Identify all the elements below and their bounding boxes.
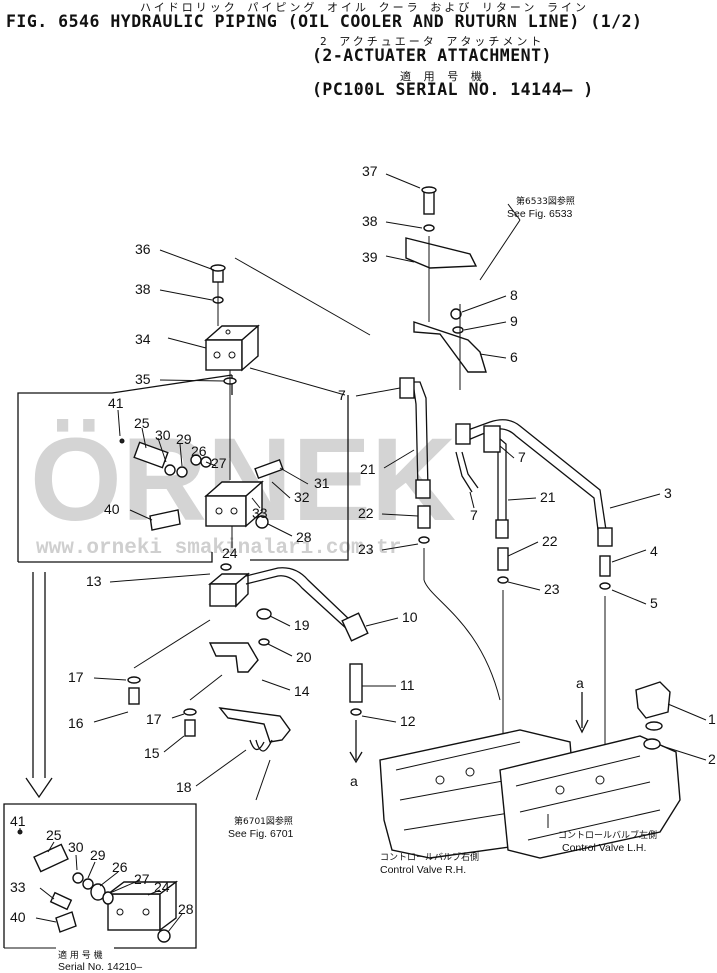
inset-callout-29: 29 [90,847,106,863]
callout-6: 6 [510,349,518,365]
inset-applicable-jp: 適 用 号 機 [58,949,103,961]
inset-part-33 [49,891,73,911]
callout-41: 41 [108,395,124,411]
callout-21b: 21 [540,489,556,505]
callout-38: 38 [362,213,378,229]
note-see6701-jp: 第6701図参照 [234,815,293,827]
callout-32: 32 [294,489,310,505]
inset-arrow [25,572,53,799]
callout-21: 21 [360,461,376,477]
callout-25: 25 [134,415,150,431]
callout-36: 36 [135,241,151,257]
inset-box [3,803,197,949]
inset-callout-30: 30 [68,839,84,855]
japanese-applicable-label: 適 用 号 機 [400,70,485,83]
callout-28: 28 [296,529,312,545]
callout-4: 4 [650,543,658,559]
callout-33: 33 [252,505,268,521]
callout-11: 11 [400,677,415,693]
japanese-subtitle: 2 アクチュエータ アタッチメント [320,35,545,48]
inset-callout-25: 25 [46,827,62,843]
callout-34: 34 [135,331,151,347]
callout-20: 20 [296,649,312,665]
callout-30: 30 [155,427,171,443]
callout-18: 18 [176,779,192,795]
callout-7c: 7 [470,507,478,523]
callout-15: 15 [144,745,160,761]
callout-24: 24 [222,545,238,561]
note-cv-lh: Control Valve L.H. [562,842,646,854]
inset-callout-33: 33 [10,879,26,895]
callout-38b: 38 [135,281,151,297]
callout-8: 8 [510,287,518,303]
inset-callout-26: 26 [112,859,128,875]
callout-a-right: a [576,675,584,691]
note-see6701: See Fig. 6701 [228,828,294,840]
callout-19: 19 [294,617,310,633]
callout-23: 23 [358,541,374,557]
callout-10: 10 [402,609,418,625]
callout-12: 12 [400,713,416,729]
watermark-url: www.orneki smakinalari.com.tr [36,537,401,560]
callout-39: 39 [362,249,378,265]
inset-callout-41: 41 [10,813,26,829]
inset-callout-24: 24 [154,879,170,895]
callout-26: 26 [191,443,207,459]
callout-37: 37 [362,163,378,179]
leader-lines [93,173,707,828]
callout-16: 16 [68,715,84,731]
inset-part-40 [55,911,77,933]
figure-subtitle: (2-ACTUATER ATTACHMENT) [312,46,552,65]
callout-a-left: a [350,773,358,789]
callout-27: 27 [211,455,227,471]
note-cv-rh-jp: コントロールバルブ右側 [380,851,479,863]
callouts: 37 38 39 36 38 8 9 6 34 35 7 41 25 30 29… [10,163,716,925]
callout-5: 5 [650,595,658,611]
callout-9: 9 [510,313,518,329]
callout-13: 13 [86,573,102,589]
callout-40: 40 [104,501,120,517]
callout-3: 3 [664,485,672,501]
callout-2: 2 [708,751,716,767]
note-see6533: See Fig. 6533 [507,208,573,220]
note-see6533-jp: 第6533図参照 [516,195,575,207]
callout-29: 29 [176,431,192,447]
callout-31: 31 [314,475,330,491]
note-cv-rh: Control Valve R.H. [380,864,466,876]
inset-callout-40: 40 [10,909,26,925]
inset-callout-27: 27 [134,871,150,887]
control-valves [379,681,681,859]
callout-14: 14 [294,683,310,699]
callout-7: 7 [338,387,346,403]
callout-17b: 17 [146,711,162,727]
japanese-title: ハイドロリック パイピング オイル クーラ および リターン ライン [140,1,589,14]
inset-block-24 [107,893,161,931]
inset-part-25 [33,843,69,873]
callout-22b: 22 [542,533,558,549]
inset-callout-28: 28 [178,901,194,917]
center-piping [399,186,613,760]
callout-23b: 23 [544,581,560,597]
inset-serial: Serial No. 14210– [58,961,142,973]
notes: 第6533図参照 See Fig. 6533 第6701図参照 See Fig.… [58,195,657,973]
note-cv-lh-jp: コントロールバルブ左側 [558,829,657,841]
callout-17: 17 [68,669,84,685]
callout-35: 35 [135,371,151,387]
applicable-serial: (PC100L SERIAL NO. 14144– ) [312,80,594,99]
figure-title: FIG. 6546 HYDRAULIC PIPING (OIL COOLER A… [6,12,643,31]
callout-1: 1 [708,711,716,727]
lower-left-assembly [127,563,369,764]
callout-22: 22 [358,505,374,521]
block-34 [204,264,260,480]
callout-7b: 7 [518,449,526,465]
detail-box [17,257,371,563]
